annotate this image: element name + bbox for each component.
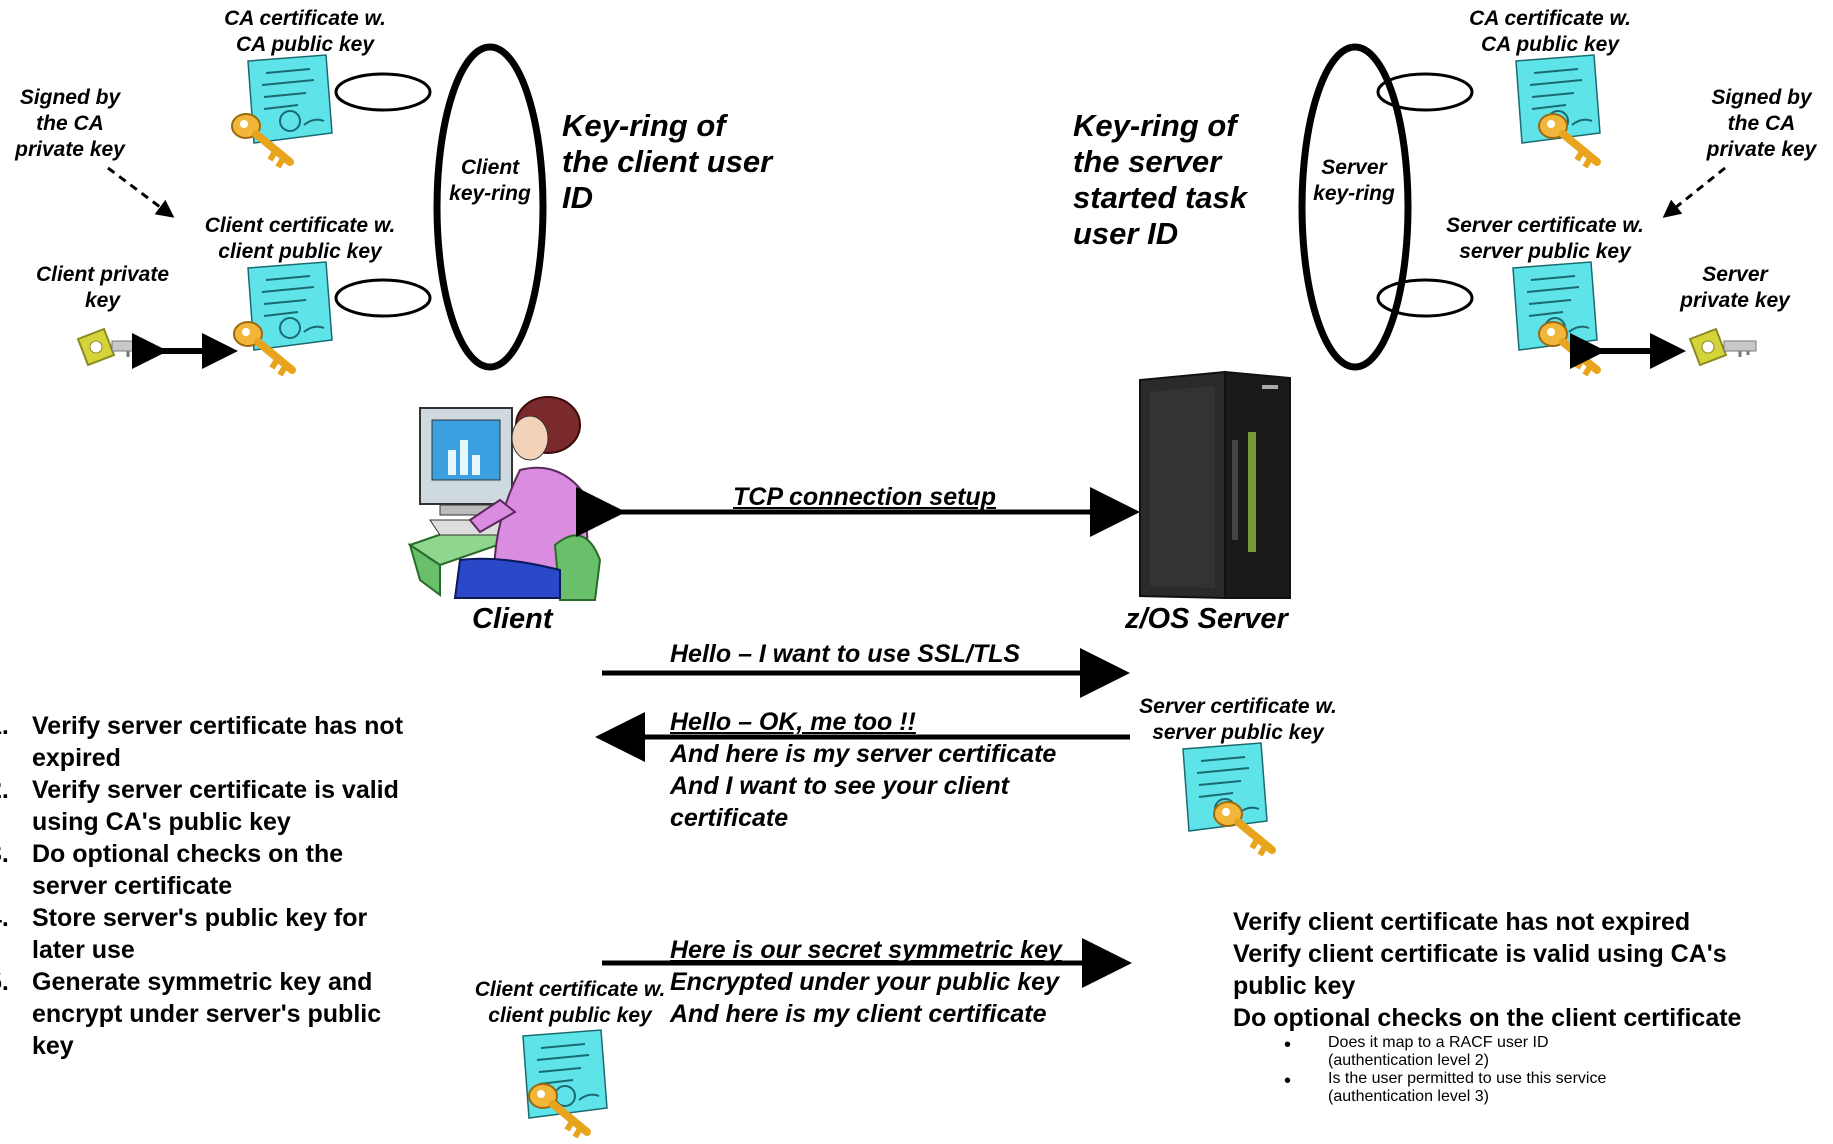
server-substeps-list: •Does it map to a RACF user ID (authenti… xyxy=(1284,1034,1833,1106)
client-private-key-icon xyxy=(76,327,146,367)
zos-mainframe-icon xyxy=(1139,370,1291,600)
server-keyring-title: Key-ring of the server started task user… xyxy=(1073,108,1248,251)
server-node-label: z/OS Server xyxy=(1125,603,1288,635)
client-steps-list: 1.Verify server certificate has not expi… xyxy=(0,710,452,1062)
server-step: 1.Verify client certificate has not expi… xyxy=(1233,908,1691,936)
client-signed-label: Signed by the CA private key xyxy=(15,86,125,161)
server-keyring-loop xyxy=(1298,43,1412,371)
server-step: 3.Do optional checks on the client certi… xyxy=(1233,1004,1742,1032)
server-private-key-icon xyxy=(1688,327,1758,367)
server-hello-message: Hello – OK, me too !! And here is my ser… xyxy=(670,706,1056,834)
client-signed-arrow xyxy=(107,166,175,218)
server-cert-mid-label: Server certificate w. server public key xyxy=(1139,695,1337,744)
client-step: 4.Store server's public key for later us… xyxy=(0,904,368,964)
server-ca-cert-label: CA certificate w. CA public key xyxy=(1469,7,1631,56)
secret-key-line3: And here is my client certificate xyxy=(670,1000,1047,1028)
server-substep: •Is the user permitted to use this servi… xyxy=(1284,1070,1607,1105)
server-step: 2.Verify client certificate is valid usi… xyxy=(1233,940,1727,1000)
server-hello-line3: And I want to see your client certificat… xyxy=(670,772,1009,832)
client-keyring-loop xyxy=(433,43,547,371)
client-person-icon xyxy=(407,396,602,601)
client-node-label: Client xyxy=(472,603,553,635)
secret-key-line1: Here is our secret symmetric key xyxy=(670,936,1062,964)
server-signed-label: Signed by the CA private key xyxy=(1706,86,1817,161)
server-private-key-label: Server private key xyxy=(1680,263,1790,312)
hello-label: Hello – I want to use SSL/TLS xyxy=(670,640,1021,668)
client-ca-cert-ring xyxy=(334,72,432,112)
secret-key-message: Here is our secret symmetric key Encrypt… xyxy=(670,934,1062,1030)
client-keyring-label: Client key-ring xyxy=(449,156,531,205)
server-substep: •Does it map to a RACF user ID (authenti… xyxy=(1284,1034,1549,1069)
server-steps-block: 1.Verify client certificate has not expi… xyxy=(1233,906,1833,1144)
client-ca-cert-label: CA certificate w. CA public key xyxy=(224,7,386,56)
client-step: 2.Verify server certificate is valid usi… xyxy=(0,776,399,836)
client-step: 5.Generate symmetric key and encrypt und… xyxy=(0,968,382,1060)
server-hello-line1: Hello – OK, me too !! xyxy=(670,708,916,736)
server-cert-label: Server certificate w. server public key xyxy=(1446,214,1644,263)
client-cert-label: Client certificate w. client public key xyxy=(204,214,396,263)
tcp-setup-label: TCP connection setup xyxy=(733,483,996,511)
secret-key-line2: Encrypted under your public key xyxy=(670,968,1059,996)
server-signed-arrow xyxy=(1662,166,1726,218)
client-cert-bottom-label: Client certificate w. client public key xyxy=(474,978,666,1027)
server-hello-line2: And here is my server certificate xyxy=(670,740,1057,768)
client-step: 1.Verify server certificate has not expi… xyxy=(0,712,404,772)
server-keyring-label: Server key-ring xyxy=(1313,156,1395,205)
client-ca-certificate-icon xyxy=(247,54,333,144)
client-cert-ring xyxy=(334,278,432,318)
client-private-key-label: Client private key xyxy=(35,263,170,312)
server-ca-cert-ring xyxy=(1376,72,1474,112)
client-keyring-title: Key-ring of the client user ID xyxy=(562,108,773,215)
server-cert-ring xyxy=(1376,278,1474,318)
client-step: 3.Do optional checks on the server certi… xyxy=(0,840,344,900)
server-steps-list: 1.Verify client certificate has not expi… xyxy=(1233,906,1833,1034)
